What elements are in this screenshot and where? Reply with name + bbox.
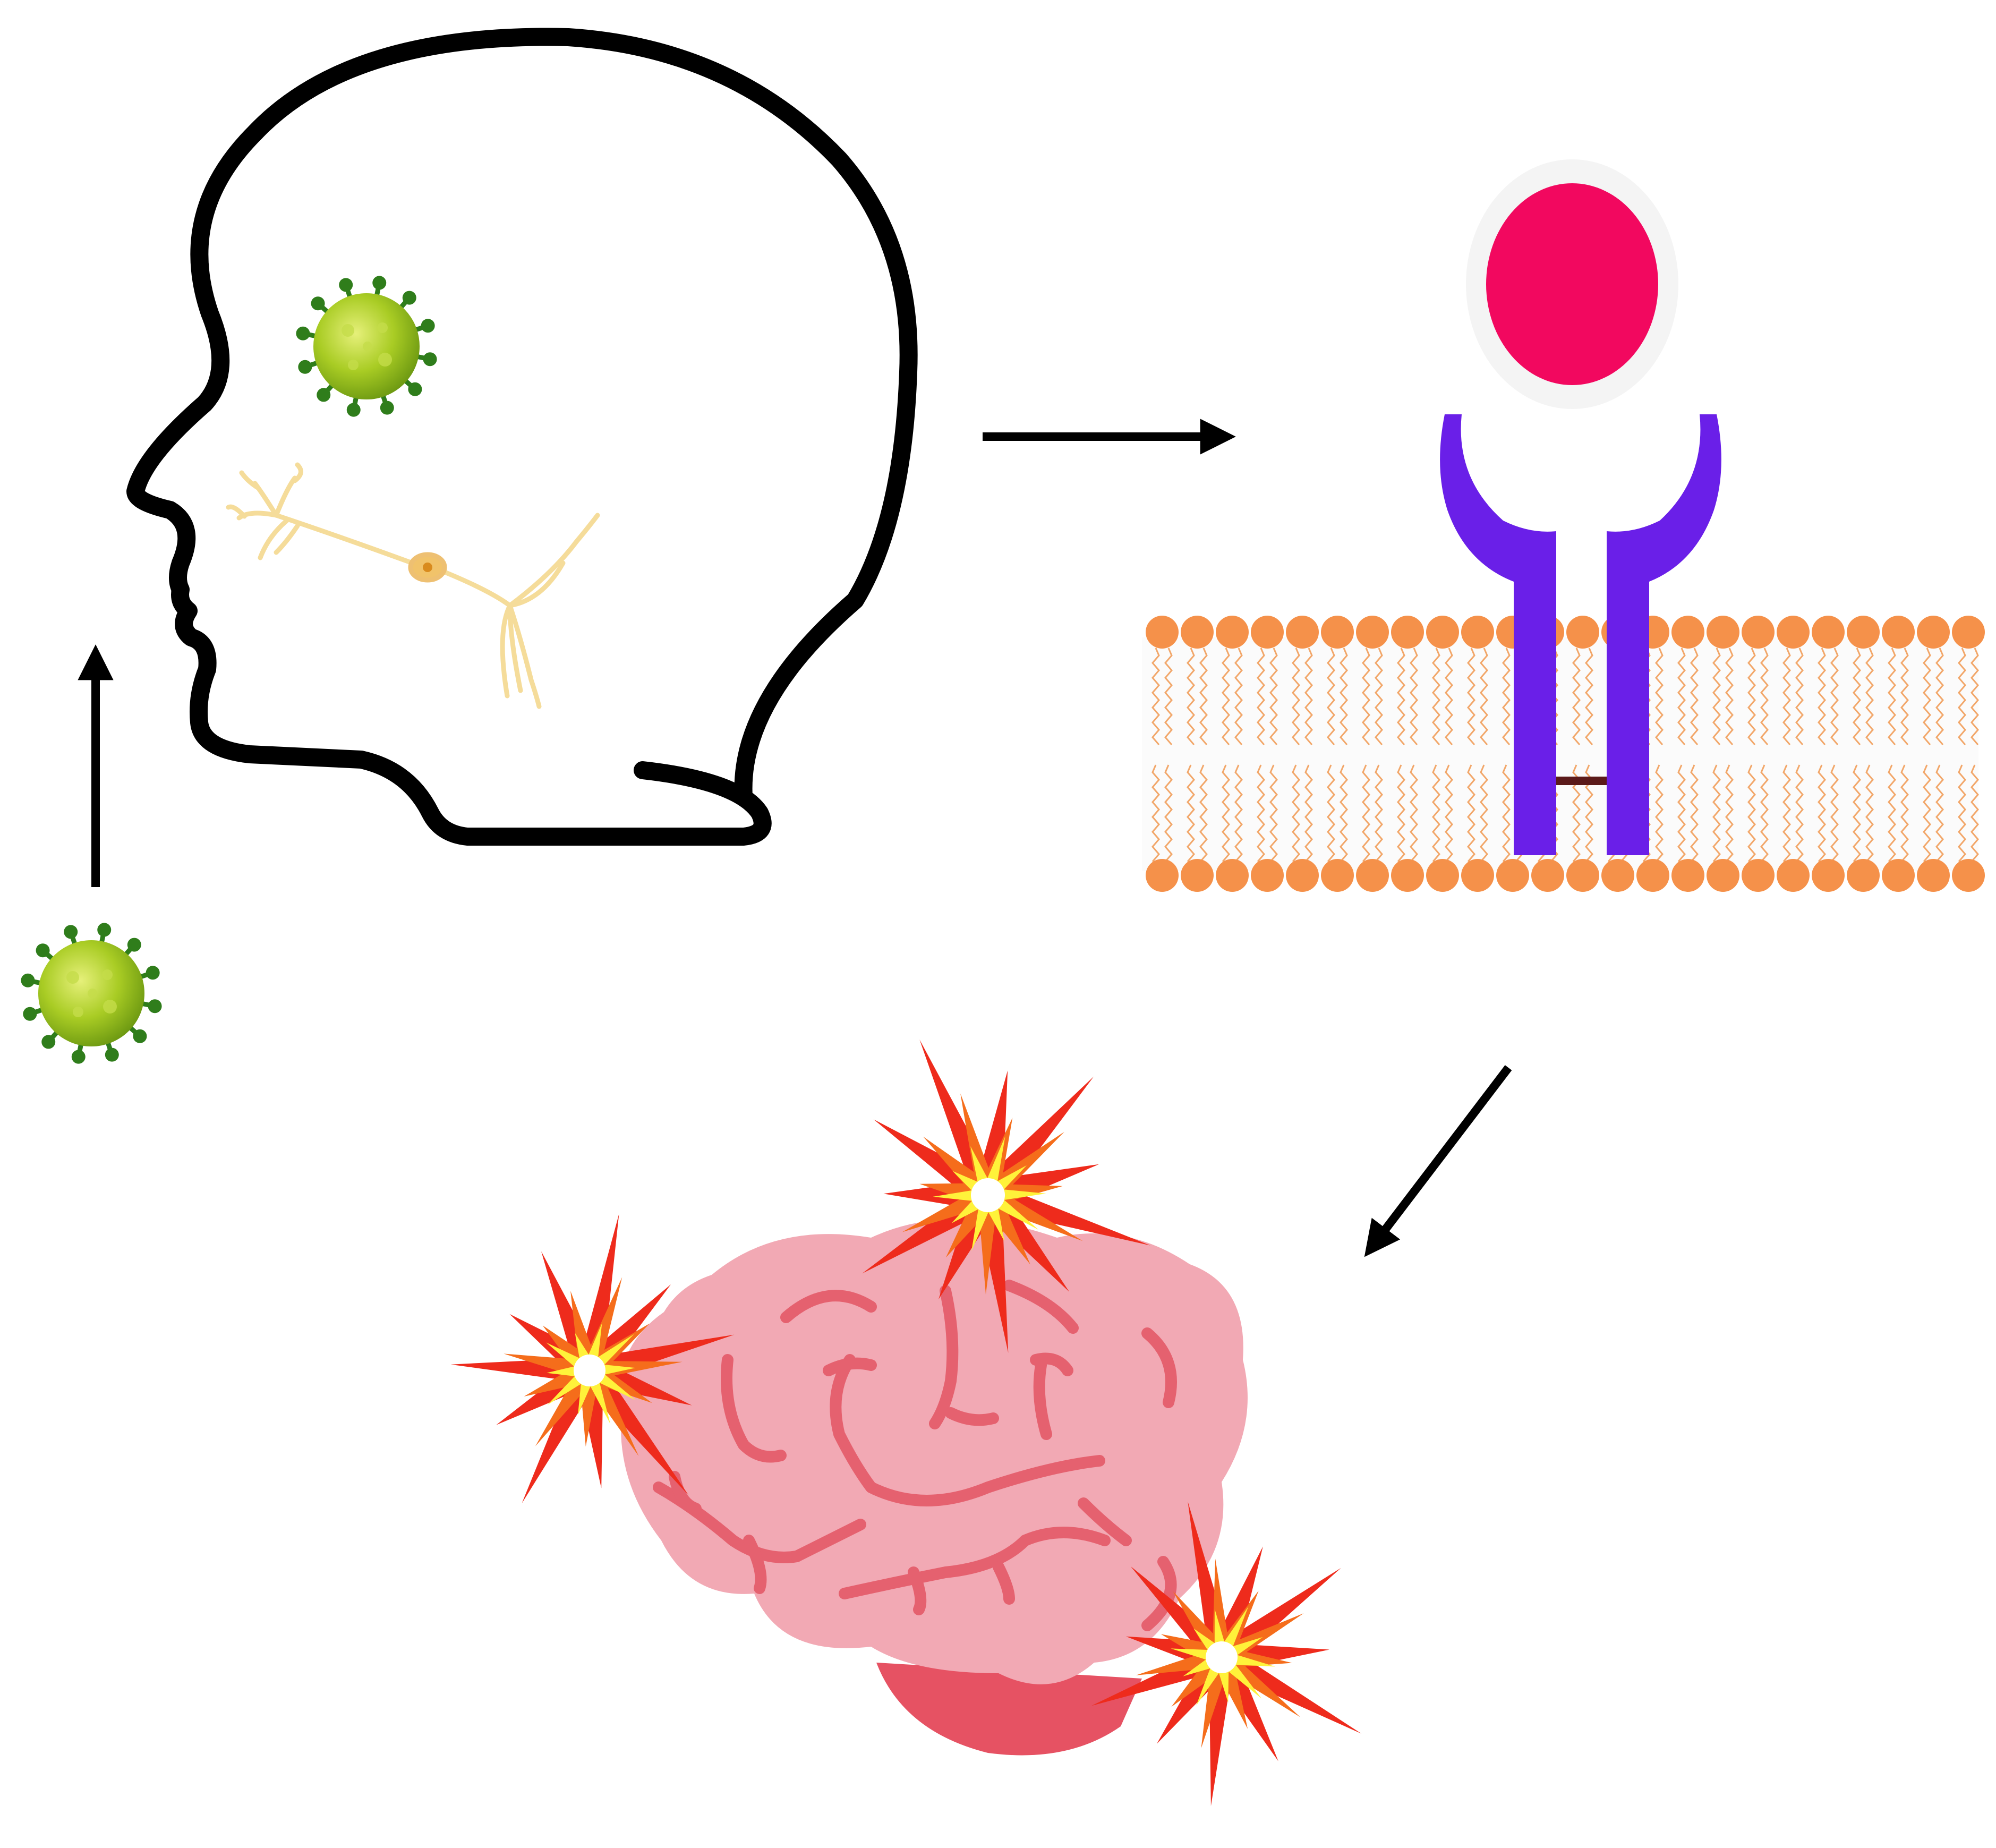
- virus-icon: [21, 923, 162, 1064]
- explosion-burst-icon: [450, 1214, 735, 1504]
- cell-membrane-icon: [1142, 616, 1985, 892]
- virus-icon: [296, 276, 437, 417]
- explosion-burst-icon: [1091, 1501, 1362, 1806]
- explosion-burst-icon: [862, 1040, 1150, 1353]
- receptor-icon: [1440, 414, 1721, 855]
- ligand-icon: [1466, 159, 1678, 409]
- neuron-icon: [226, 462, 600, 709]
- head-profile-icon: [126, 28, 918, 846]
- arrow-down-left: [1364, 1065, 1512, 1257]
- brain-icon: [619, 1219, 1248, 1756]
